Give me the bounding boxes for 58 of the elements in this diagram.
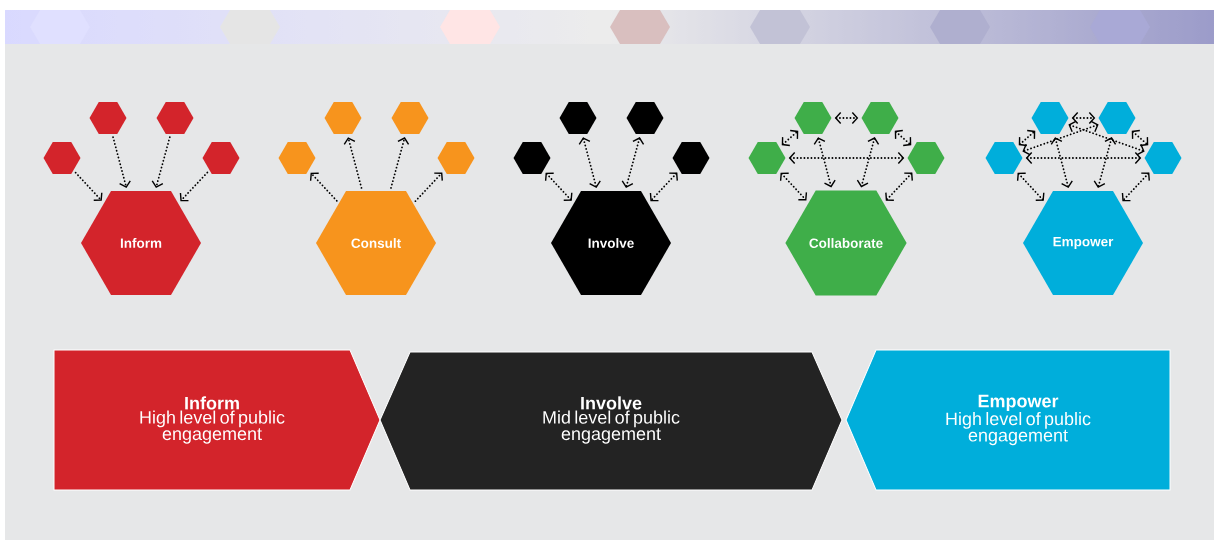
hexagon xyxy=(672,142,710,175)
arrow xyxy=(414,172,443,203)
arrow xyxy=(788,151,905,165)
hexagon-node: Empower xyxy=(1023,191,1143,295)
hexagon xyxy=(202,142,240,175)
hexagon xyxy=(985,142,1023,175)
arrow xyxy=(544,172,573,201)
arrow xyxy=(578,137,601,188)
hexagon-node: Inform xyxy=(81,191,201,295)
arrow xyxy=(1050,137,1073,188)
hexagon xyxy=(156,102,194,135)
arrow xyxy=(1022,120,1099,156)
arrow xyxy=(885,172,913,201)
arrow xyxy=(649,172,678,202)
hexagon xyxy=(748,142,786,175)
arrow xyxy=(390,137,410,189)
arrow xyxy=(1018,129,1036,147)
arrow xyxy=(74,171,103,201)
arrow xyxy=(309,172,338,202)
hexagon xyxy=(1098,102,1136,135)
hexagon-node: Involve xyxy=(551,191,671,295)
arrow xyxy=(779,172,808,201)
arrow xyxy=(1093,137,1117,188)
hexagon xyxy=(1031,102,1069,135)
arrow xyxy=(1025,151,1142,165)
arrow xyxy=(834,111,859,125)
hexagon xyxy=(43,142,81,175)
arrow xyxy=(1121,172,1150,202)
hexagon xyxy=(794,102,832,135)
chevron-banner: Empower High level of public engagement xyxy=(845,349,1171,491)
arrow xyxy=(856,137,880,188)
hexagon xyxy=(278,142,316,175)
hexagon-node: Consult xyxy=(316,191,436,295)
hexagon xyxy=(324,102,362,135)
hexagon xyxy=(626,102,664,135)
arrow xyxy=(813,137,836,188)
arrow xyxy=(894,129,912,147)
arrow xyxy=(621,137,645,188)
hexagon xyxy=(89,102,127,135)
arrow xyxy=(1131,129,1149,147)
arrow xyxy=(1068,120,1145,156)
arrow xyxy=(151,136,171,188)
hexagon xyxy=(391,102,429,135)
arrow xyxy=(1071,111,1096,125)
hexagon xyxy=(1144,142,1182,175)
arrow xyxy=(1016,172,1045,201)
hexagon xyxy=(559,102,597,135)
hexagon xyxy=(907,142,945,175)
chevron-banner: Inform High level of public engagement xyxy=(53,349,381,491)
arrow xyxy=(343,137,363,189)
hexagon-node: Collaborate xyxy=(785,190,907,296)
hexagon xyxy=(513,142,551,175)
arrow xyxy=(112,136,131,188)
hexagon xyxy=(437,142,475,175)
arrow xyxy=(781,129,799,147)
arrow xyxy=(179,171,209,202)
hexagon xyxy=(861,102,899,135)
chevron-banner: Involve Mid level of public engagement xyxy=(379,351,843,491)
